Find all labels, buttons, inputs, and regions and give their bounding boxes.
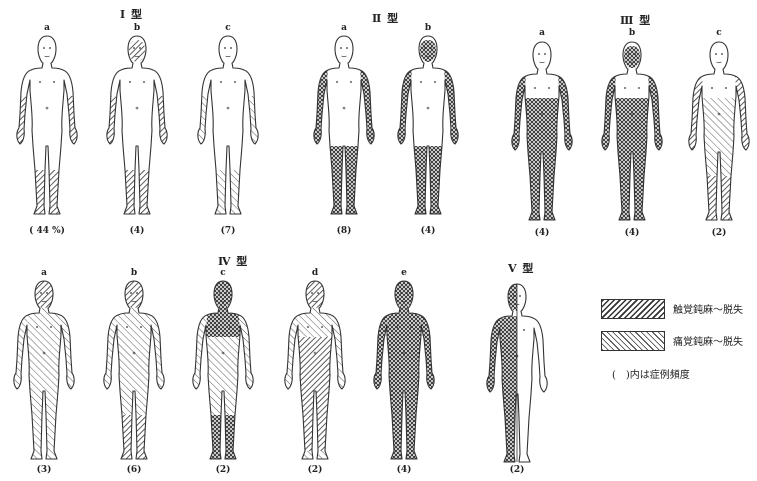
sub-label-2a: a <box>334 23 354 33</box>
sub-label-4e: e <box>394 268 414 278</box>
count-label-2b: (4) <box>408 226 448 236</box>
sub-label-3a: a <box>532 28 552 38</box>
body-figure <box>689 42 749 220</box>
legend-label-pain: 痛覚鈍麻～脱失 <box>673 333 743 348</box>
count-label-4b: (6) <box>114 465 154 475</box>
sub-label-1c: c <box>218 23 238 33</box>
legend-swatch-pain <box>601 331 665 351</box>
count-label-1c: (7) <box>208 226 248 236</box>
body-figure <box>602 42 662 220</box>
count-label-5: (2) <box>497 465 537 475</box>
body-figure <box>104 281 164 459</box>
legend-swatch-tactile <box>601 299 665 319</box>
count-label-4a: (3) <box>24 465 64 475</box>
count-label-3a: (4) <box>522 228 562 238</box>
body-figure <box>487 284 547 462</box>
body-figure <box>398 36 458 214</box>
body-figure <box>285 281 345 459</box>
type-label-4: Ⅳ 型 <box>218 253 248 269</box>
legend-note: ( )内は症例頻度 <box>612 366 690 381</box>
count-label-3b: (4) <box>612 228 652 238</box>
count-label-3c: (2) <box>699 228 739 238</box>
type-label-2: Ⅱ 型 <box>372 10 399 26</box>
sub-label-4d: d <box>305 268 325 278</box>
sub-label-4b: b <box>124 268 144 278</box>
legend-label-tactile: 触覚鈍麻～脱失 <box>673 301 743 316</box>
sub-label-4c: c <box>213 268 233 278</box>
sub-label-2b: b <box>418 23 438 33</box>
body-figure <box>14 281 74 459</box>
type-label-5: Ⅴ 型 <box>508 260 534 276</box>
body-figure <box>374 281 434 459</box>
body-figure <box>314 36 374 214</box>
body-figure <box>17 36 77 214</box>
sub-label-4a: a <box>34 268 54 278</box>
count-label-4e: (4) <box>384 465 424 475</box>
body-figure <box>193 281 253 459</box>
count-label-1b: (4) <box>117 226 157 236</box>
sub-label-1a: a <box>37 23 57 33</box>
sub-label-1b: b <box>127 23 147 33</box>
sub-label-3b: b <box>622 28 642 38</box>
count-label-2a: (8) <box>324 226 364 236</box>
count-label-1a: ( 44 %) <box>27 226 67 236</box>
type-label-3: Ⅲ 型 <box>620 12 651 28</box>
body-figure <box>107 36 167 214</box>
body-figure <box>512 42 572 220</box>
type-label-1: Ⅰ 型 <box>120 6 143 22</box>
count-label-4d: (2) <box>295 465 335 475</box>
sub-label-3c: c <box>709 28 729 38</box>
body-figure <box>198 36 258 214</box>
count-label-4c: (2) <box>203 465 243 475</box>
